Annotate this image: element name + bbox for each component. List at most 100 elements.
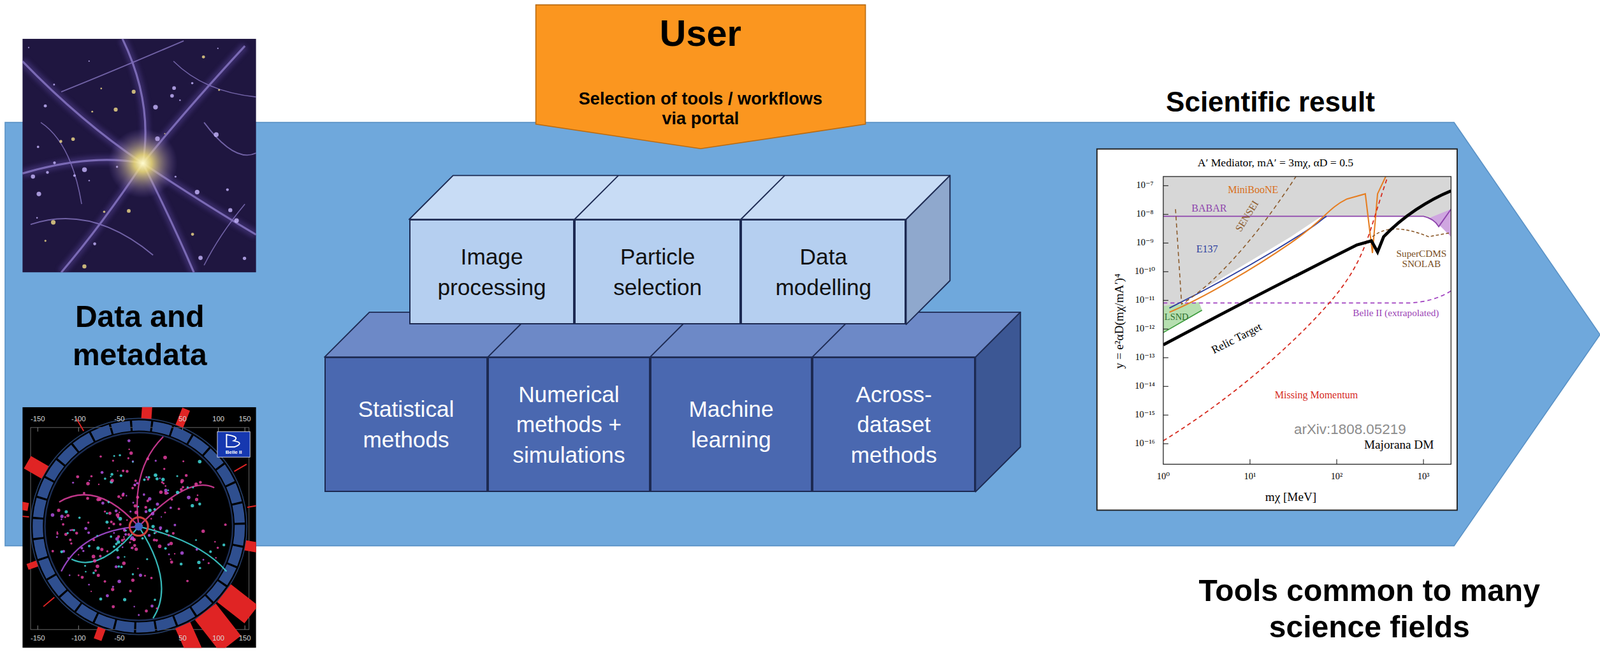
detector-hit [68,574,71,577]
detector-hit [135,481,139,485]
detector-hit [84,571,87,574]
filament [61,40,184,92]
galaxy-knot [198,255,203,261]
detector-hit [159,490,163,495]
detector-hit [66,532,69,535]
detector-hit [198,502,202,507]
chart-curves [1163,310,1203,333]
detector-hit [186,495,191,500]
detector-hit [103,580,107,583]
detector-hit [110,587,115,591]
detector-hit [131,460,134,463]
detector-hit [113,455,116,458]
detector-hit [60,515,64,519]
chart-tick [1163,185,1424,465]
galaxy-knot [191,232,195,236]
detector-hit [90,475,94,479]
galaxy-knot [170,93,175,98]
galaxy-knot [28,46,247,269]
detector-hit [96,573,101,577]
detector-hit [177,507,181,510]
galaxy-knot [218,89,220,92]
detector-hit [198,566,202,570]
detector-hit [56,536,59,539]
detector-hit [96,534,99,537]
chart-tick [1163,357,1169,359]
band-heading: Data and metadata [43,297,236,375]
logo-badge [217,431,250,458]
detector-hit [216,546,219,549]
detector-hit [164,546,168,550]
detector-hit [126,519,129,522]
detector-hit [125,469,129,473]
axis-tick-mark [78,625,80,630]
detector-hit [110,520,113,524]
detector-hit [80,575,85,579]
galaxy-knot [233,218,239,224]
detector-hit [167,489,169,491]
chart-curves [1163,176,1388,442]
detector-hit [87,583,90,586]
detector-hit [150,604,154,609]
detector-hit [155,531,157,533]
detector-hit [78,516,81,519]
detector-hit [105,594,110,598]
logo-mark [226,434,240,447]
detector-hit [175,490,180,495]
detector-hit [106,550,109,553]
detector-hit [131,487,134,490]
detector-hit [175,474,178,477]
detector-hit [129,451,133,455]
detector-hit [174,553,176,555]
filament [203,203,245,266]
detector-hit [190,504,194,508]
calorimeter-cluster [175,622,203,649]
detector-hit [103,510,106,513]
galaxy-knot [52,161,56,164]
user-pentagon: UserSelection of tools / workflows via p… [534,3,867,150]
event-display-image [44,432,233,621]
calorimeter-cluster [244,540,256,554]
galaxy-knot [152,104,158,110]
calorimeter-ray [22,418,257,607]
detector-hit [209,550,212,554]
detector-hit [75,475,80,479]
detector-hit [108,511,112,516]
detector-hit [66,514,70,518]
event-display-image [22,407,257,649]
detector-hit [98,555,102,558]
detector-hit [99,597,103,601]
result-chart [1097,149,1458,511]
detector-hit [224,523,227,526]
detector-hit [147,497,152,501]
detector-hit [145,558,148,561]
detector-hit [153,598,157,602]
cosmic-web-image [22,38,257,273]
galaxy-knot [71,137,76,141]
galaxy-knot [82,167,88,173]
detector-hit [115,537,120,542]
filament [22,38,257,273]
detector-hit [109,535,113,539]
detector-hit [172,532,175,535]
galaxy-knot [36,216,39,219]
detector-hit [67,557,70,560]
detector-hit [70,542,73,545]
detector-hit [82,492,86,495]
detector-hit [133,504,138,508]
detector-hit [156,607,159,610]
detector-hit [131,573,135,576]
detector-hit [137,506,140,509]
detector-hit [191,486,194,489]
detector-hit [141,537,145,540]
axis-tick-mark [37,625,39,630]
detector-hit [99,455,102,458]
detector-hit [222,543,226,547]
detector-hit [154,459,157,462]
detector-hit [127,439,131,443]
detector-hit [144,609,148,613]
block-label: Particle selection [582,241,733,303]
galaxy-knot [50,219,56,225]
detector-hit [147,508,152,512]
